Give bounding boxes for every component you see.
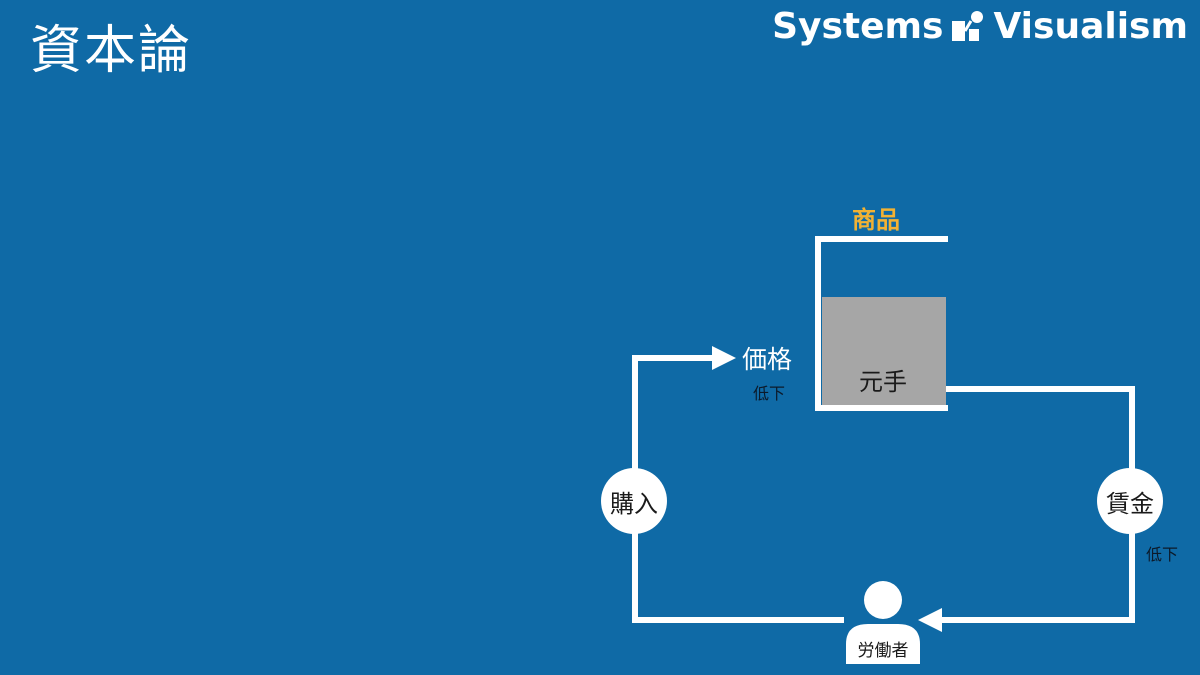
wage-node: 賃金 xyxy=(1097,468,1163,534)
stock-label: 商品 xyxy=(852,206,900,234)
price-arrowhead xyxy=(712,346,736,370)
worker-label: 労働者 xyxy=(857,641,909,661)
person-icon xyxy=(846,581,920,664)
stock-container xyxy=(815,236,948,411)
brand-left-text: Systems xyxy=(772,5,944,47)
buy-node: 購入 xyxy=(601,468,667,534)
page-title: 資本論 xyxy=(30,21,193,81)
brand-right-text: Visualism xyxy=(993,5,1188,47)
stock-inner-label: 元手 xyxy=(859,368,907,396)
wage-node-label: 賃金 xyxy=(1106,489,1154,518)
price-label: 価格 xyxy=(742,345,793,374)
brand-logo-group: Systems Visualism xyxy=(772,4,1188,48)
price-note: 低下 xyxy=(753,384,786,403)
systems-visualism-logo-icon xyxy=(952,11,984,41)
wage-note: 低下 xyxy=(1146,545,1179,564)
worker-arrowhead xyxy=(918,608,942,632)
purchase-flow-line xyxy=(632,355,844,623)
stock-fill xyxy=(822,297,946,407)
buy-node-label: 購入 xyxy=(610,489,658,518)
